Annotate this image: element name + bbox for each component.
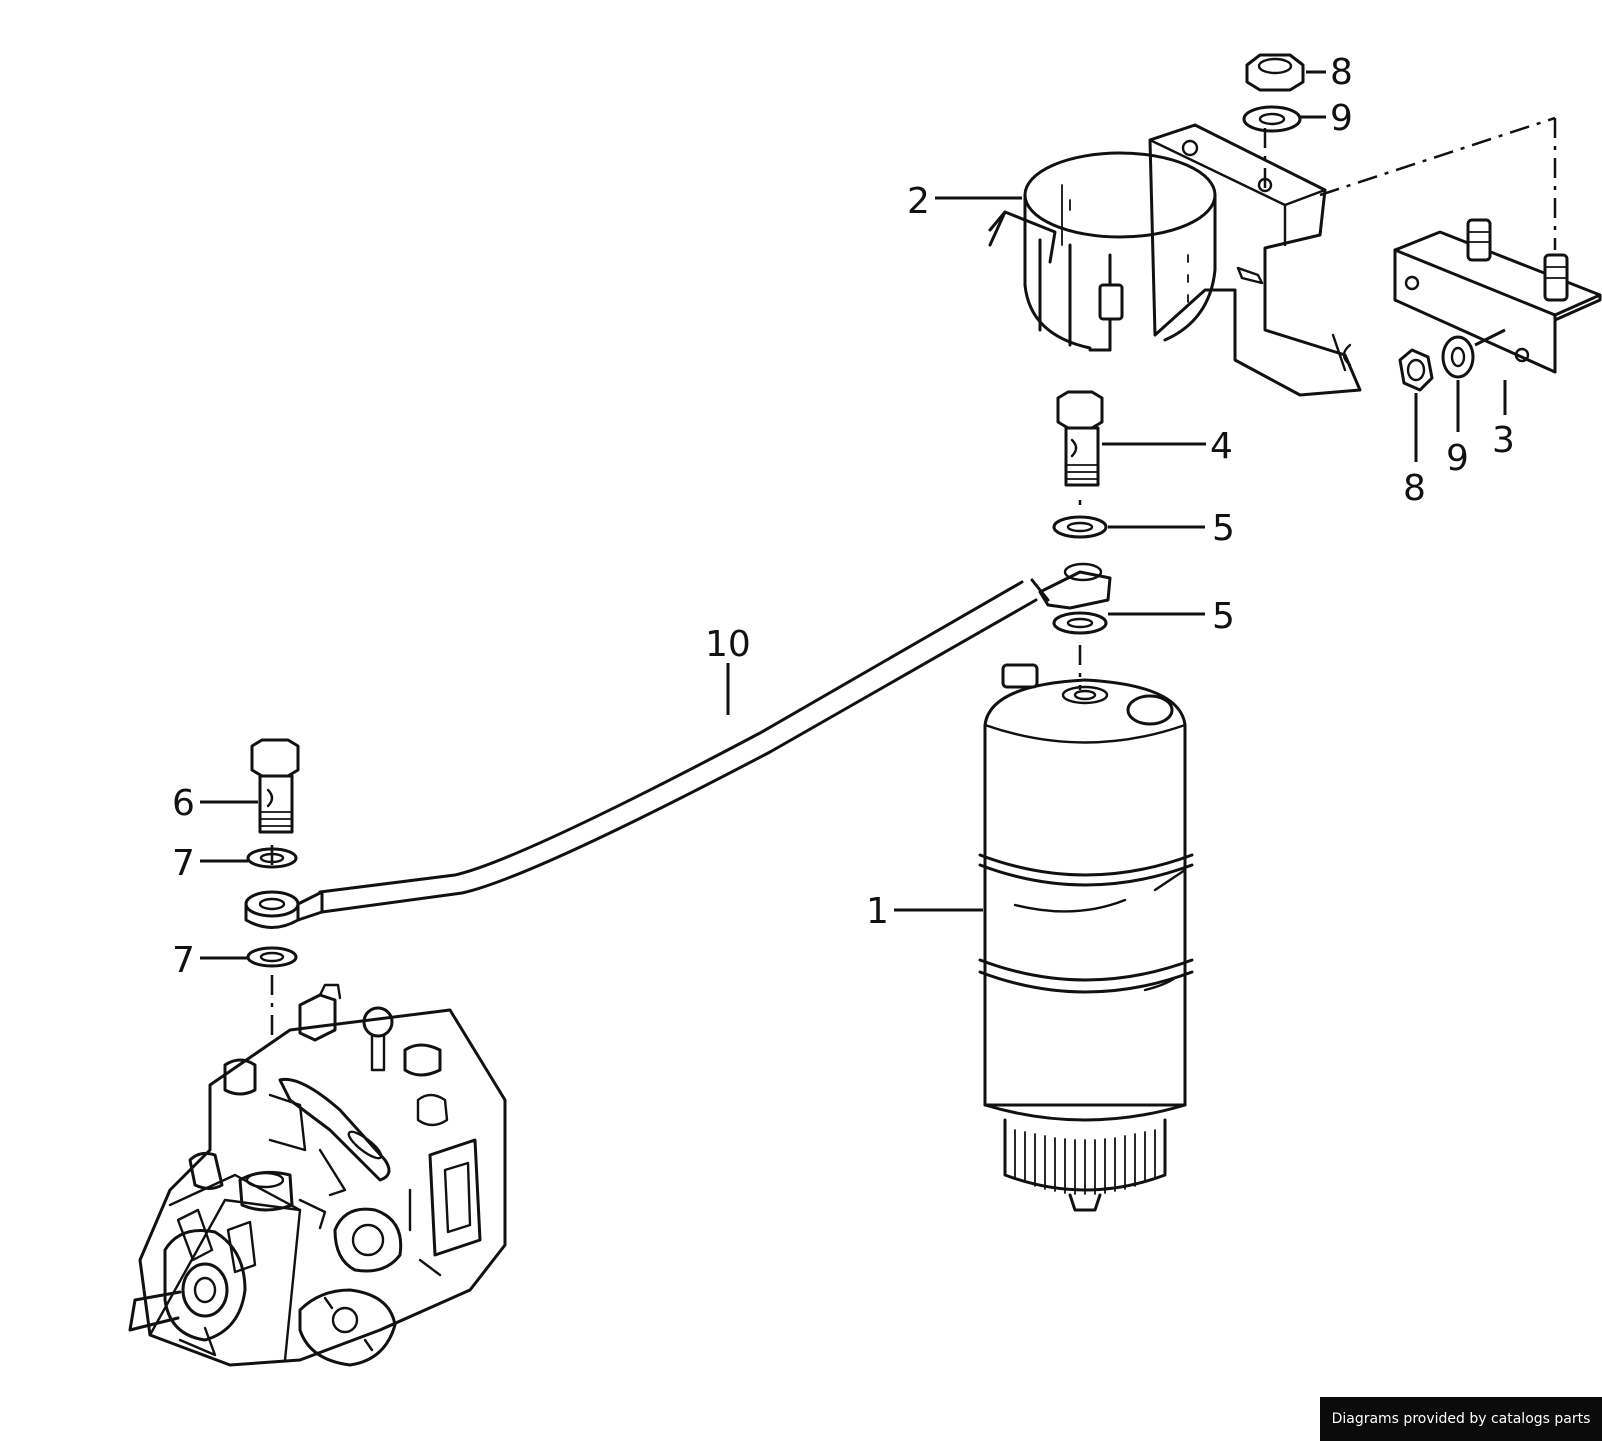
callout-3: 3 <box>1492 420 1515 461</box>
fuel-line <box>244 562 1112 929</box>
callout-8-top: 8 <box>1330 52 1353 93</box>
nut-side <box>1398 348 1434 392</box>
callout-10: 10 <box>705 624 751 665</box>
sealing-washer-7-upper <box>246 847 298 869</box>
washer-side <box>1441 335 1475 379</box>
callout-9-top: 9 <box>1330 98 1353 139</box>
callout-5-upper: 5 <box>1212 508 1235 549</box>
callout-4: 4 <box>1210 426 1233 467</box>
callout-7-upper: 7 <box>172 843 195 884</box>
nut-upper <box>1245 53 1305 92</box>
injection-pump <box>128 983 507 1367</box>
bracket <box>1148 123 1362 397</box>
alignment-lines <box>270 116 1557 1190</box>
callout-5-lower: 5 <box>1212 596 1235 637</box>
callout-7-lower: 7 <box>172 940 195 981</box>
clamp-strap <box>988 151 1217 352</box>
callout-1: 1 <box>866 891 889 932</box>
filter-drain-ribs <box>1014 1129 1156 1195</box>
sealing-washer-lower <box>1052 611 1108 635</box>
callout-8-side: 8 <box>1403 468 1426 509</box>
leader-lines <box>200 70 1507 960</box>
callout-9-side: 9 <box>1446 438 1469 479</box>
banjo-bolt-lower <box>250 738 300 834</box>
callout-2: 2 <box>907 181 930 222</box>
mounting-plate <box>1393 218 1602 374</box>
callout-6: 6 <box>172 783 195 824</box>
fuel-filter <box>978 663 1194 1212</box>
washer-upper <box>1242 105 1302 133</box>
banjo-bolt-upper <box>1056 390 1104 487</box>
callout-labels: 8 9 2 3 8 9 4 5 5 10 6 7 7 1 <box>172 52 1515 981</box>
attribution-banner: Diagrams provided by catalogs parts <box>1320 1397 1602 1441</box>
sealing-washer-upper <box>1052 515 1108 539</box>
attribution-text: Diagrams provided by catalogs parts <box>1331 1411 1591 1427</box>
sealing-washer-7-lower <box>246 946 298 968</box>
